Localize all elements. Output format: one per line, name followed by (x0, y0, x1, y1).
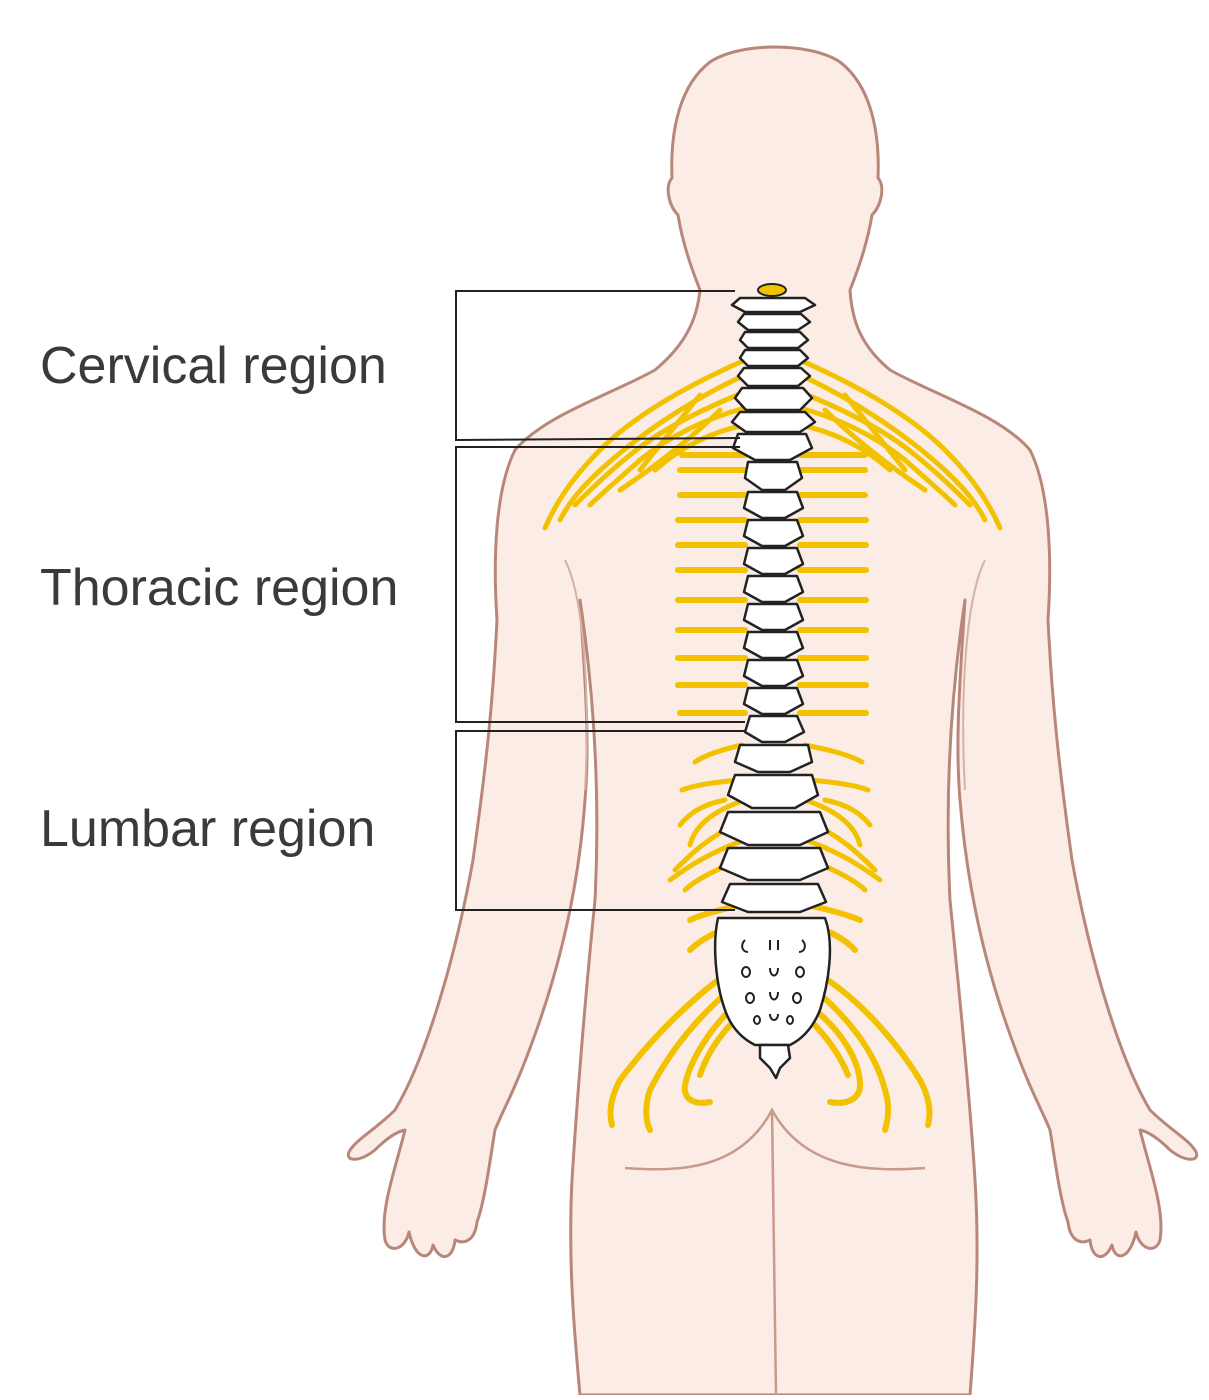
spinal-nerves (542, 357, 1003, 1133)
thoracic-nerves-right (797, 452, 869, 716)
lumbar-vertebrae (718, 743, 830, 914)
thoracic-nerves-left (675, 452, 748, 716)
vertebral-column (713, 283, 832, 1080)
sacrum (713, 916, 832, 1047)
lumbar-region-label: Lumbar region (40, 800, 376, 858)
thoracic-region-label: Thoracic region (40, 559, 399, 617)
atlas-cap (757, 283, 787, 297)
thoracic-bracket (455, 446, 745, 723)
sacral-foramina (741, 939, 806, 1025)
brachial-plexus-right (797, 357, 1003, 531)
cervical-vertebrae (730, 296, 817, 434)
cervical-region-label: Cervical region (40, 337, 387, 395)
left-arm-crease (564, 559, 588, 791)
sacral-nerves-right (805, 902, 933, 1133)
cervical-bracket (455, 290, 741, 442)
gluteal-cleft (770, 1109, 778, 1396)
thoracic-vertebrae (731, 432, 814, 744)
lumbar-bracket (455, 730, 745, 911)
right-arm-crease (962, 559, 986, 791)
coccyx (758, 1043, 792, 1080)
sacral-nerves-left (607, 902, 743, 1133)
brachial-plexus-left (542, 357, 748, 531)
region-brackets (455, 290, 745, 911)
